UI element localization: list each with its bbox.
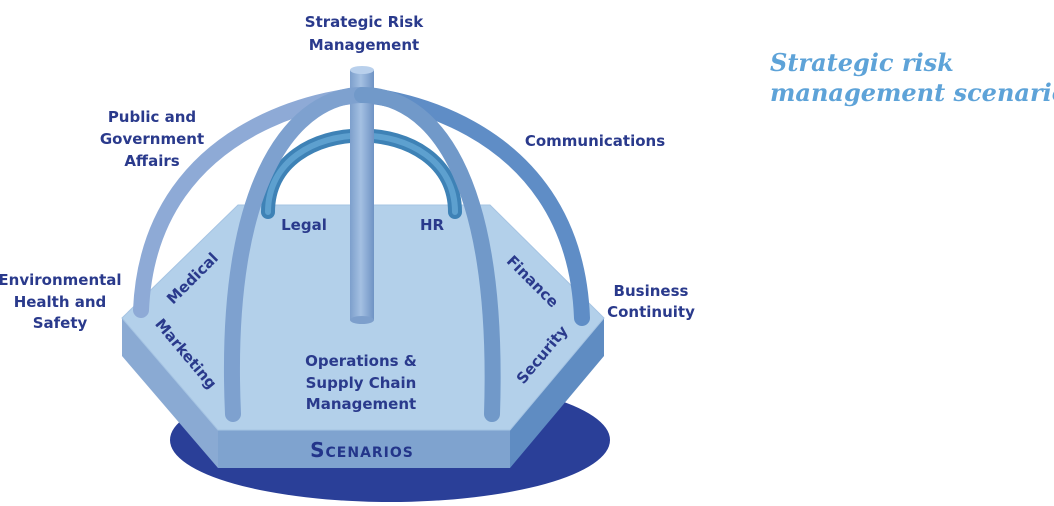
- label-business-1: Business: [614, 282, 689, 300]
- front-arches: [224, 87, 501, 422]
- title-line-2: management scenarios: [770, 78, 1054, 107]
- platform-sides: [122, 318, 604, 468]
- label-public-2: Government: [100, 130, 204, 148]
- diagram-title: Strategic risk management scenarios: [770, 48, 1054, 108]
- label-operations-1: Operations &: [305, 352, 417, 370]
- label-hr: HR: [420, 216, 445, 234]
- label-operations-2: Supply Chain: [306, 374, 417, 392]
- label-business-2: Continuity: [607, 303, 695, 321]
- label-env-1: Environmental: [0, 271, 122, 289]
- label-strategic-risk-2: Management: [309, 36, 419, 54]
- label-legal: Legal: [281, 216, 327, 234]
- label-env-2: Health and: [14, 293, 107, 311]
- label-public-1: Public and: [108, 108, 196, 126]
- central-pillar: [350, 66, 374, 324]
- label-env-3: Safety: [33, 314, 88, 332]
- label-public-3: Affairs: [124, 152, 179, 170]
- label-operations-3: Management: [306, 395, 416, 413]
- label-scenarios: Scenarios: [310, 438, 414, 462]
- title-line-1: Strategic risk: [770, 48, 954, 77]
- label-communications: Communications: [525, 132, 665, 150]
- label-strategic-risk-1: Strategic Risk: [305, 13, 424, 31]
